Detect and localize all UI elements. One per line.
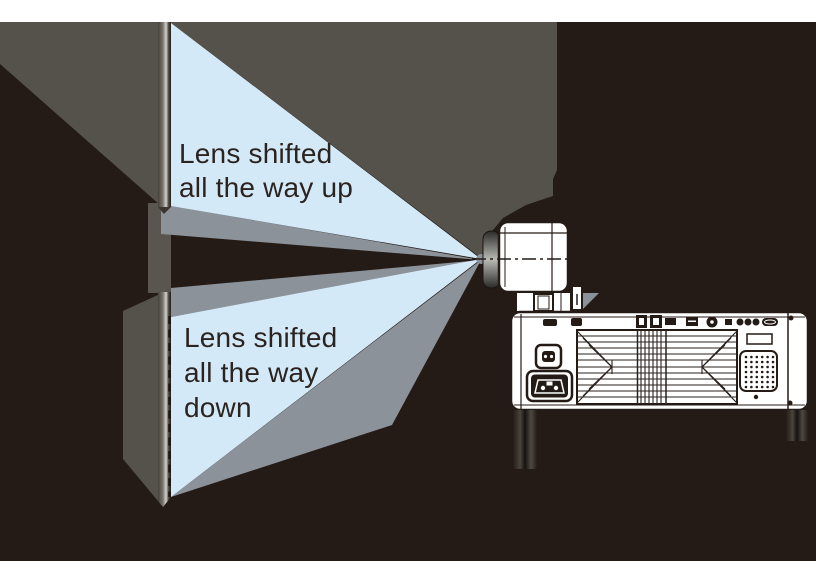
ac-pin	[540, 385, 546, 391]
port	[571, 318, 582, 326]
beam-shift-up	[171, 23, 481, 259]
projector-foot-right	[786, 410, 808, 441]
switch-mark	[543, 354, 548, 359]
ac-socket-outline	[534, 379, 565, 394]
screw-dot	[753, 394, 759, 400]
ac-pin	[546, 381, 553, 386]
upper-screen-tip	[158, 207, 171, 214]
upper-beam-side-face	[161, 204, 481, 260]
label-line: Lens shifted	[184, 322, 338, 353]
port-inner	[639, 318, 644, 325]
mount-detail	[537, 295, 550, 310]
projector-foot-left	[513, 410, 537, 469]
screw-dot	[788, 315, 794, 321]
port-rca	[752, 318, 760, 326]
label-line: all the way	[184, 357, 319, 388]
speaker-dots	[744, 355, 775, 389]
label-line: Lens shifted	[179, 138, 333, 169]
port	[665, 318, 676, 325]
grille-pattern	[576, 330, 738, 404]
port	[543, 319, 557, 326]
label-line: all the way up	[179, 172, 354, 203]
port-rca	[736, 318, 744, 326]
body-left-notch	[507, 327, 512, 335]
switch-mark	[549, 354, 554, 359]
upper-screen	[158, 22, 171, 207]
connector-row	[543, 315, 778, 328]
port-inner	[653, 318, 659, 325]
screw-dot	[787, 400, 793, 406]
label-line: down	[184, 392, 252, 423]
power-switch-rocker	[542, 351, 555, 362]
port-inner	[688, 320, 696, 322]
ac-pin	[553, 385, 559, 391]
projector	[472, 201, 810, 469]
lower-beam-bottom-face	[171, 260, 481, 497]
lower-screen	[158, 292, 171, 507]
port	[725, 319, 732, 325]
lens-side-face	[583, 293, 599, 309]
beam-shift-down	[171, 259, 481, 497]
label-lens-shifted-up: Lens shifted all the way up	[179, 137, 353, 205]
label-lens-shifted-down: Lens shifted all the way down	[184, 320, 337, 425]
port-inner	[764, 319, 776, 325]
label-plate	[746, 333, 773, 345]
port-inner	[710, 320, 714, 324]
port-rca	[744, 318, 752, 326]
wall-shadow	[0, 22, 557, 258]
